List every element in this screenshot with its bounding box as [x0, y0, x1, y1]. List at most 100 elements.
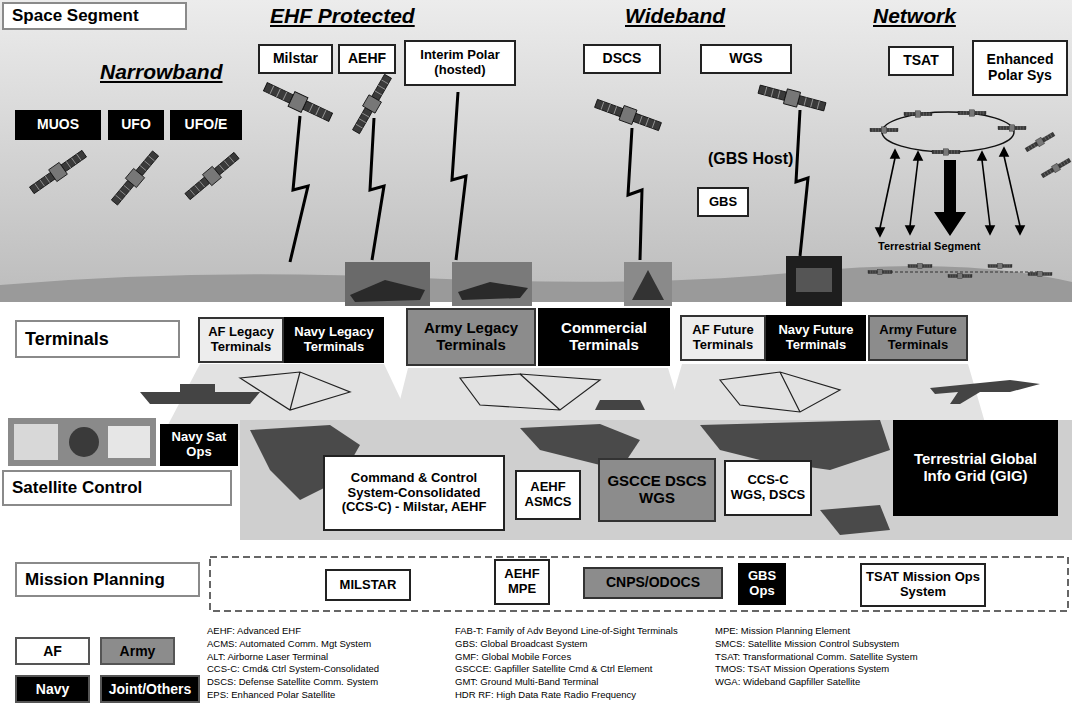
vehicle-illustration	[595, 400, 645, 410]
system-box: Commercial Terminals	[538, 308, 670, 366]
section-label-box: Satellite Control	[2, 470, 232, 506]
terrestrial-nodes	[868, 263, 1052, 278]
link-bolt	[628, 128, 642, 260]
satellite-icon	[904, 111, 932, 117]
abbreviation-entry: MPE: Mission Planning Element	[715, 625, 1066, 638]
system-box: AEHF ASMCS	[515, 470, 581, 520]
system-box: AEHF	[338, 44, 396, 74]
space-background	[0, 0, 1072, 300]
satellite-icon	[28, 148, 89, 197]
satellite-icon	[1040, 157, 1071, 179]
system-box: Navy Future Terminals	[766, 315, 866, 361]
system-box: Terrestrial Global Info Grid (GIG)	[893, 420, 1058, 516]
abbreviation-list: MPE: Mission Planning ElementSMCS: Satel…	[715, 625, 1066, 689]
box-text: Commercial Terminals	[544, 320, 664, 354]
terminal-photo	[624, 262, 672, 306]
abbreviation-entry: HDR RF: High Data Rate Radio Frequency	[455, 689, 678, 702]
link-bolt	[290, 116, 308, 262]
satellite-icon	[262, 79, 334, 124]
system-box: Enhanced Polar Sys	[972, 40, 1068, 96]
box-text: CNPS/ODOCS	[606, 575, 700, 591]
system-box: Army Legacy Terminals	[406, 308, 536, 366]
system-box: Command & Control System-Consolidated (C…	[323, 455, 505, 531]
terminal-photo	[796, 268, 832, 292]
system-box: TSAT Mission Ops System	[860, 563, 986, 607]
box-text: Mission Planning	[25, 570, 165, 589]
world-map	[240, 420, 1072, 540]
box-text: WGS	[729, 51, 762, 67]
box-text: UFO/E	[185, 117, 228, 133]
abbreviation-entry: GBS: Global Broadcast System	[455, 638, 678, 651]
operations-photo	[14, 424, 58, 460]
box-text: MILSTAR	[340, 578, 397, 593]
system-box: TSAT	[888, 46, 954, 76]
box-text: Space Segment	[12, 6, 139, 25]
system-box: DSCS	[583, 44, 661, 74]
abbreviation-entry: SMCS: Satellite Mission Control Subsyste…	[715, 638, 1066, 651]
operations-seal	[69, 427, 99, 457]
satellite-icon	[1024, 131, 1055, 153]
mission-planning-frame	[210, 557, 1068, 611]
abbreviation-entry: CCS-C: Cmd& Ctrl System-Consolidated	[207, 663, 379, 676]
box-text: AF Legacy Terminals	[204, 325, 278, 354]
abbreviation-list: AEHF: Advanced EHFACMS: Automated Comm. …	[207, 625, 379, 702]
segment-heading: Wideband	[625, 4, 725, 28]
box-text: CCS-C WGS, DSCS	[730, 473, 806, 502]
system-box: WGS	[700, 44, 792, 74]
satellite-icon	[183, 150, 241, 202]
box-text: Command & Control System-Consolidated (C…	[329, 471, 499, 515]
abbreviation-entry: EPS: Enhanced Polar Satellite	[207, 689, 379, 702]
abbreviation-entry: ACMS: Automated Comm. Mgt System	[207, 638, 379, 651]
system-box: Navy Sat Ops	[160, 424, 238, 466]
system-box: MUOS	[15, 110, 101, 140]
satellite-icon	[870, 127, 898, 133]
link-bolt	[452, 92, 466, 260]
box-text: GSCCE DSCS WGS	[604, 473, 710, 507]
abbreviation-entry: ALT: Airborne Laser Terminal	[207, 651, 379, 664]
satellite-icon	[958, 110, 986, 116]
box-text: MUOS	[37, 117, 79, 133]
box-text: GBS	[709, 195, 737, 210]
annotation-label: (GBS Host)	[706, 150, 795, 168]
annotation-label: Terrestrial Segment	[878, 240, 981, 253]
box-text: Army Legacy Terminals	[412, 320, 530, 354]
box-text: AEHF MPE	[500, 567, 544, 596]
antenna-photo	[632, 270, 664, 300]
system-box: Navy Legacy Terminals	[284, 317, 384, 363]
terminal-photo	[452, 262, 532, 306]
legend-text: AF	[43, 643, 62, 659]
section-label-box: Space Segment	[2, 2, 187, 30]
box-text: Milstar	[273, 51, 318, 67]
system-box: Army Future Terminals	[868, 315, 968, 361]
box-text: AF Future Terminals	[686, 323, 760, 352]
box-text: Navy Future Terminals	[772, 323, 860, 352]
system-box: MILSTAR	[325, 569, 411, 601]
box-text: Interim Polar (hosted)	[410, 48, 510, 77]
legend-swatch: AF	[15, 637, 90, 665]
legend-text: Navy	[36, 681, 69, 697]
box-text: Satellite Control	[12, 478, 142, 497]
segment-heading: Narrowband	[100, 60, 223, 84]
system-box: CCS-C WGS, DSCS	[724, 460, 812, 516]
satellite-icon	[932, 149, 960, 155]
satellite-icon	[593, 96, 662, 134]
terminal-photo	[345, 262, 430, 306]
box-text: Navy Sat Ops	[166, 430, 232, 459]
network-lines	[240, 372, 840, 412]
system-box: UFO/E	[170, 110, 242, 140]
system-box: AEHF MPE	[494, 559, 550, 605]
abbreviation-entry: WGA: Wideband Gapfiller Satellite	[715, 676, 1066, 689]
box-text: AEHF ASMCS	[521, 480, 575, 509]
system-box: GBS Ops	[738, 563, 786, 605]
box-text: TSAT Mission Ops System	[866, 570, 980, 599]
box-text: Enhanced Polar Sys	[978, 52, 1062, 83]
section-label-box: Mission Planning	[15, 562, 200, 597]
system-box: Milstar	[258, 44, 333, 74]
system-box: GSCCE DSCS WGS	[598, 458, 716, 522]
legend-swatch: Army	[100, 637, 175, 665]
box-text: AEHF	[348, 51, 386, 67]
horizon-band	[0, 266, 1072, 302]
legend-text: Army	[120, 643, 156, 659]
link-bolt	[370, 118, 384, 260]
